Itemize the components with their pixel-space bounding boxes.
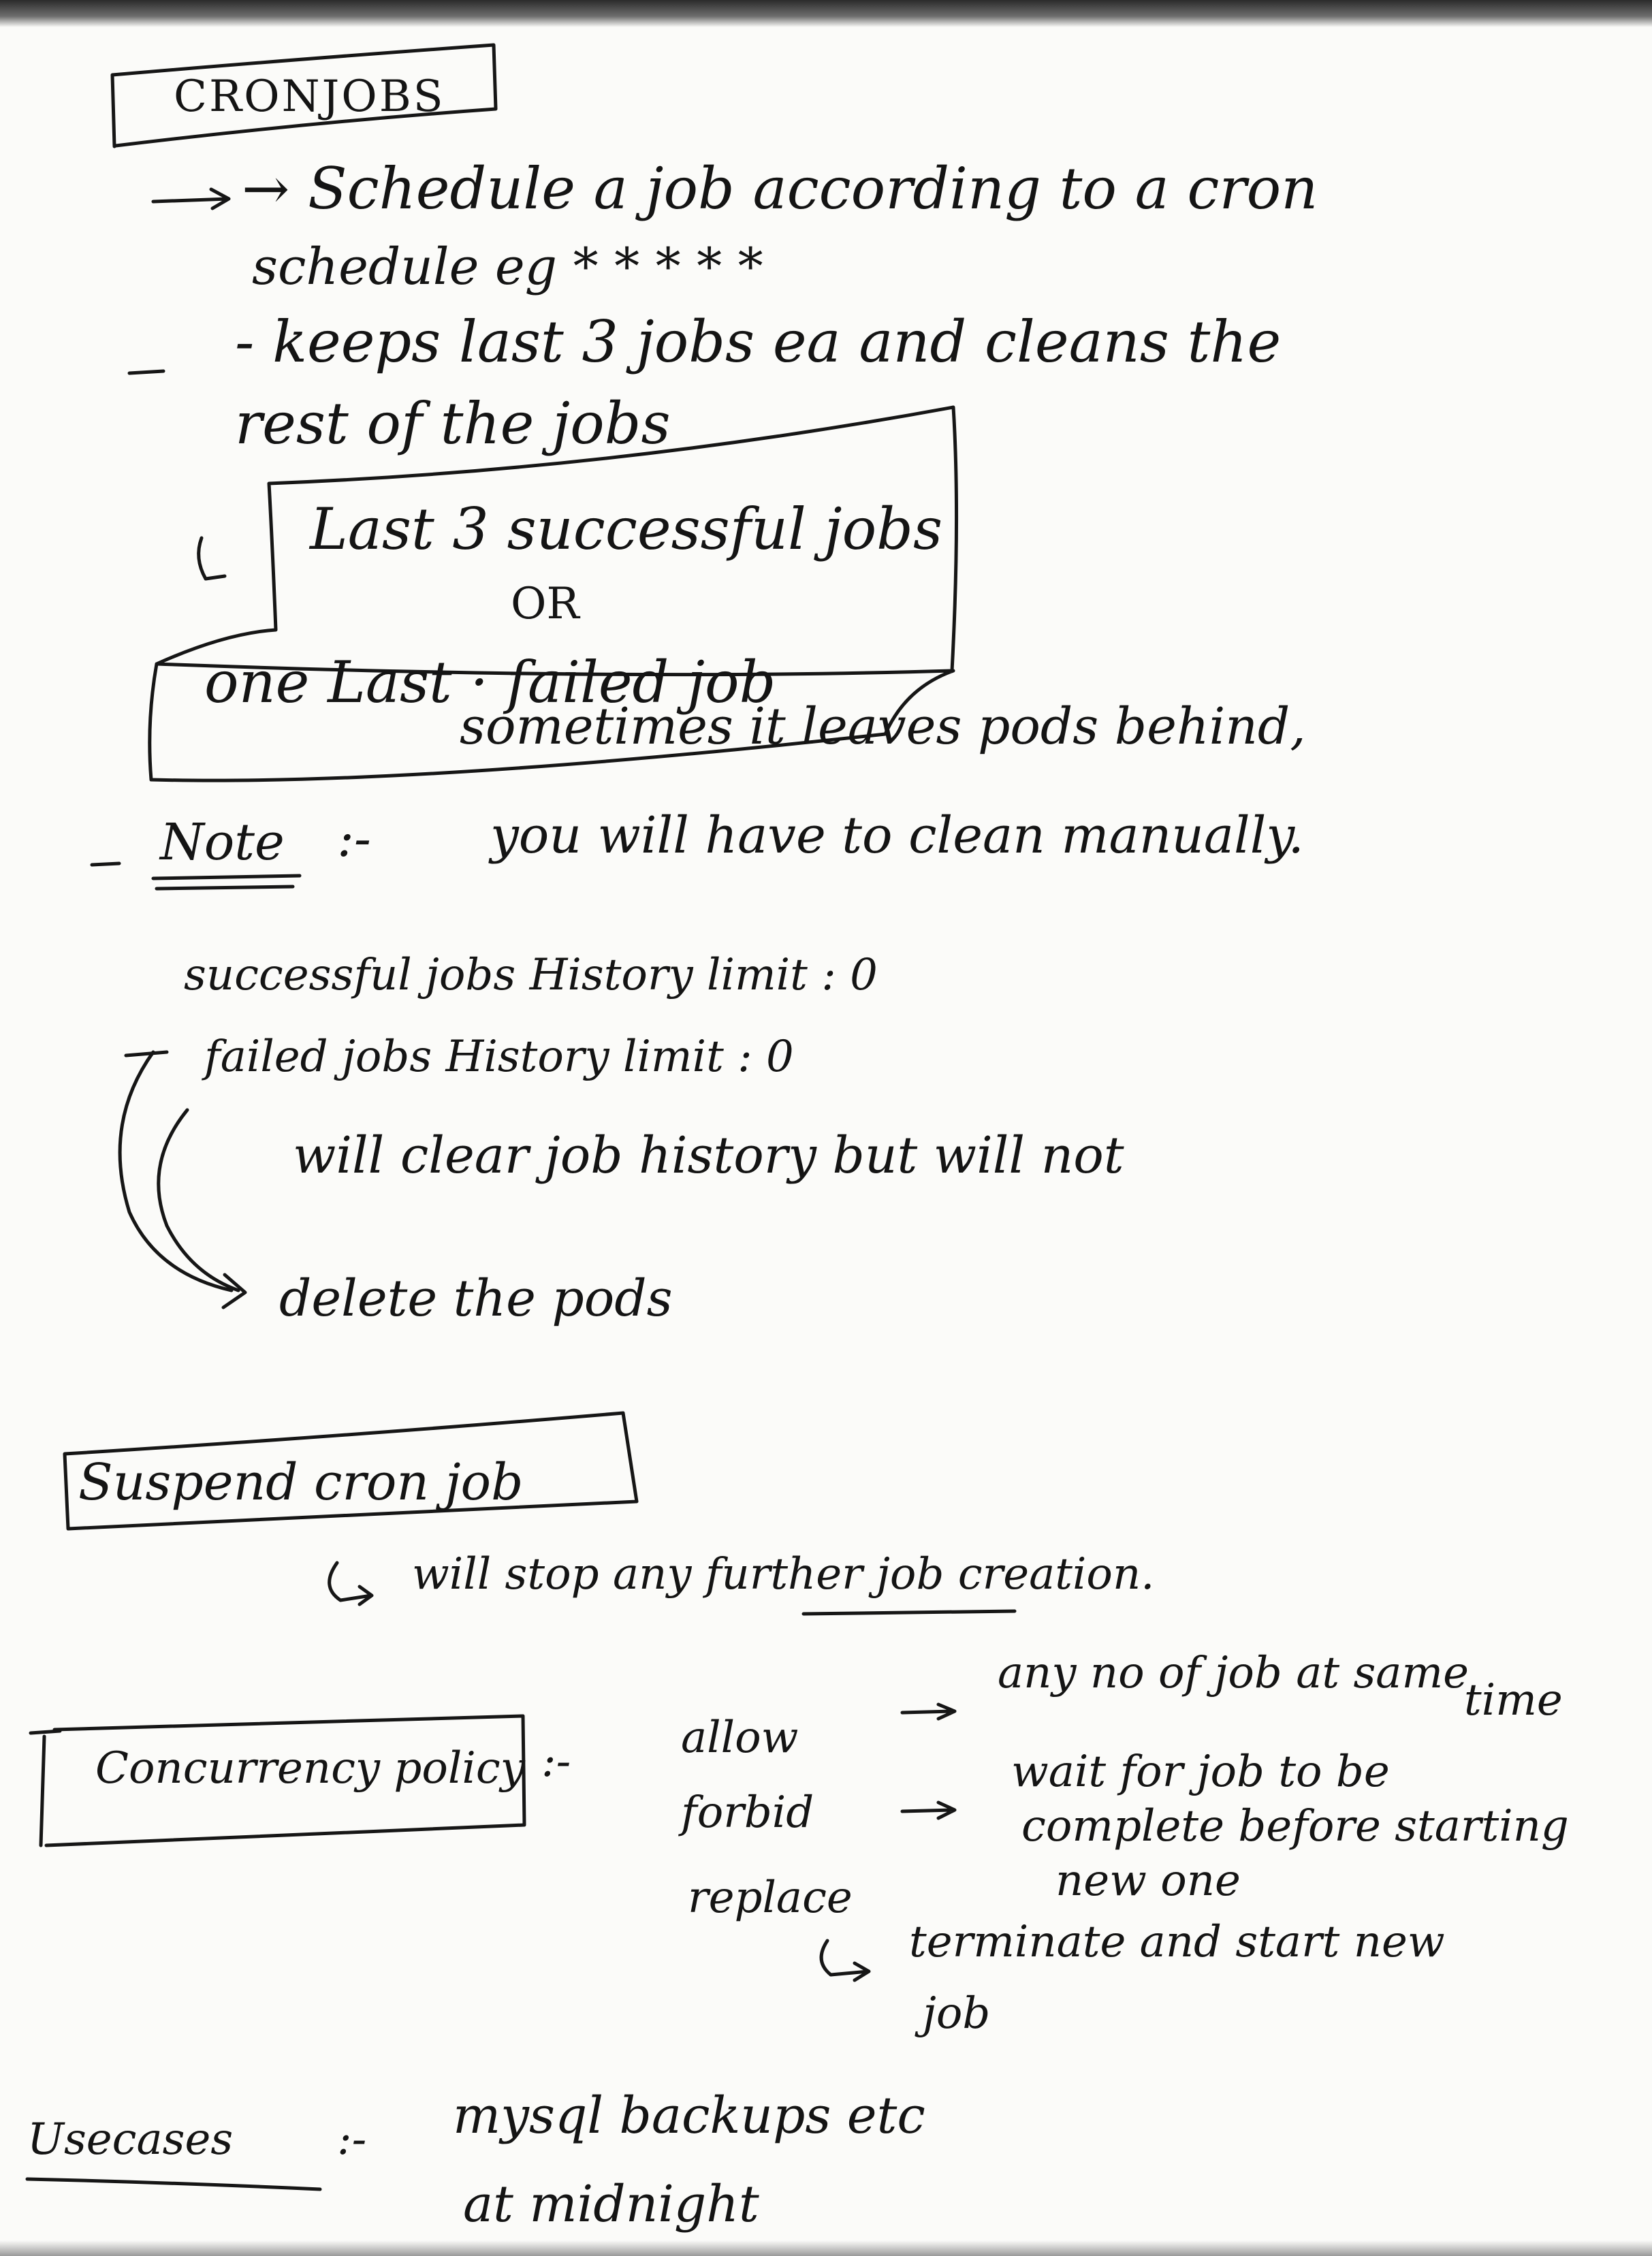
note-line-2: you will have to clean manually. — [490, 806, 1304, 865]
concurrency-separator: :- — [541, 1736, 571, 1787]
allow-description-2: time — [1464, 1675, 1563, 1726]
allow-description-1: any no of job at same — [998, 1648, 1469, 1698]
page-bottom-edge — [0, 2240, 1652, 2256]
usecases-label: Usecases — [27, 2114, 234, 2165]
policy-replace: replace — [688, 1873, 853, 1923]
policy-allow: allow — [681, 1713, 799, 1763]
note-label: Note — [160, 813, 285, 872]
replace-description-2: job — [923, 1988, 991, 2039]
note-pointer — [197, 536, 227, 581]
concurrency-tick — [29, 1729, 62, 1735]
box-or: OR — [511, 579, 579, 629]
allow-arrow-icon — [900, 1702, 957, 1721]
title-box-stroke — [110, 43, 498, 148]
note-separator: :- — [337, 810, 371, 868]
policy-forbid: forbid — [681, 1788, 814, 1838]
further-underline — [801, 1609, 1017, 1616]
suspend-box-stroke — [63, 1411, 639, 1531]
concurrency-box-stroke — [39, 1714, 526, 1847]
keeps-dash — [127, 369, 165, 375]
failed-history-limit: failed jobs History limit : 0 — [204, 1032, 794, 1082]
clear-curve-arrow-2 — [157, 1108, 240, 1292]
clear-line-2: delete the pods — [279, 1269, 673, 1328]
usecases-underline — [25, 2177, 322, 2191]
usecases-separator: :- — [337, 2114, 367, 2165]
clear-line-1: will clear job history but will not — [293, 1126, 1124, 1185]
keeps-line-1: - keeps last 3 jobs ea and cleans the — [235, 308, 1282, 375]
suspend-description: will stop any further job creation. — [412, 1549, 1155, 1600]
suspend-hook-arrow-icon — [328, 1561, 374, 1606]
usecases-line-1: mysql backups etc — [453, 2086, 925, 2145]
keeps-line-2: rest of the jobs — [235, 390, 671, 457]
forbid-description-1: wait for job to be — [1011, 1747, 1390, 1797]
forbid-description-3: new one — [1055, 1856, 1241, 1906]
success-history-limit: successful jobs History limit : 0 — [184, 950, 878, 1000]
suspend-title: Suspend cron job — [78, 1453, 524, 1512]
replace-description-1: terminate and start new — [909, 1917, 1445, 1967]
forbid-arrow-icon — [900, 1800, 957, 1820]
note-box-stroke — [148, 405, 959, 782]
replace-hook-arrow-icon — [819, 1939, 871, 1982]
page-title: CRONJOBS — [174, 72, 445, 122]
success-dash — [124, 1050, 169, 1058]
box-line-1: Last 3 successful jobs — [310, 496, 943, 562]
note-line-1: sometimes it leaves pods behind, — [460, 697, 1306, 756]
clear-arrowhead-icon — [221, 1273, 247, 1309]
schedule-line-1: → Schedule a job according to a cron — [242, 155, 1318, 222]
forbid-description-2: complete before starting — [1021, 1801, 1569, 1852]
concurrency-title: Concurrency policy — [95, 1743, 525, 1794]
schedule-line-2: schedule eg * * * * * — [252, 238, 763, 296]
note-underline — [151, 874, 302, 891]
usecases-line-2: at midnight — [463, 2175, 759, 2234]
box-line-2: one Last · failed job — [204, 649, 776, 716]
schedule-arrow-icon — [151, 187, 231, 210]
note-dash — [90, 861, 121, 867]
page-edge-shadow — [0, 0, 1652, 27]
clear-curve-arrow — [118, 1050, 234, 1292]
